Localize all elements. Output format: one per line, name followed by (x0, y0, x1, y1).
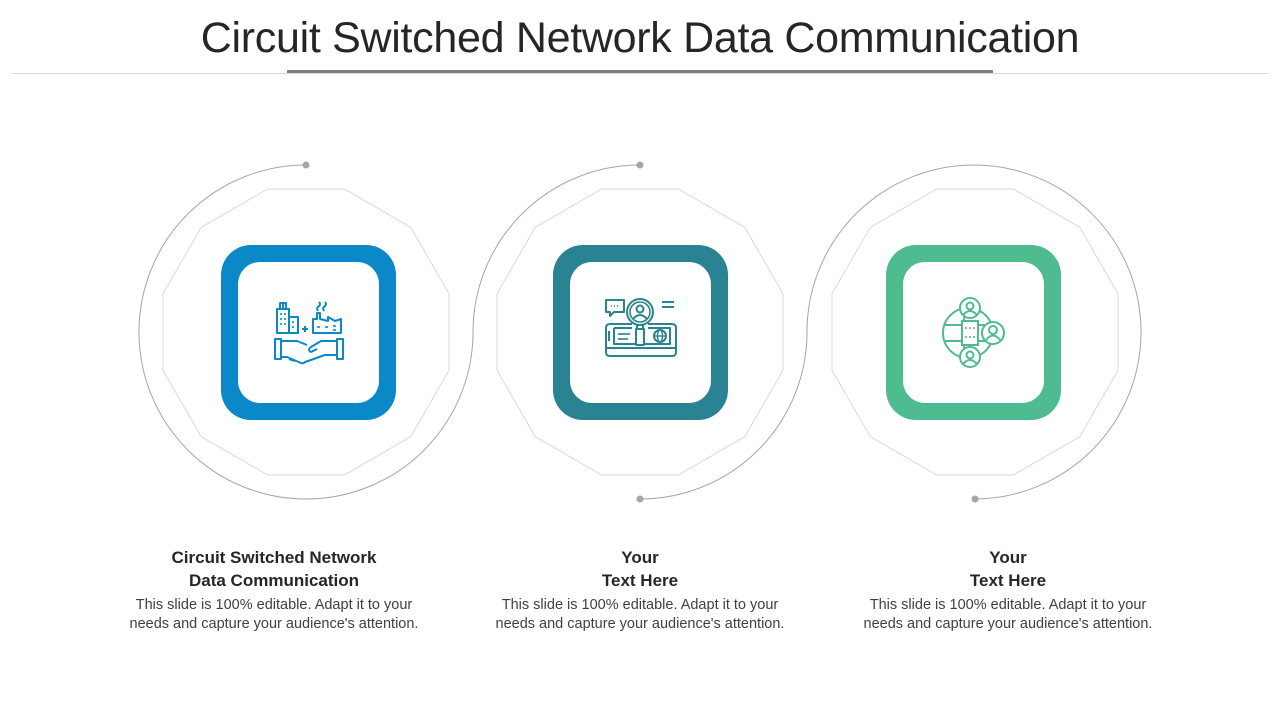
dodecagon-frame-1 (162, 188, 450, 476)
step-2-desc-line-2: needs and capture your audience's attent… (495, 616, 785, 632)
step-1-heading-line-2: Data Communication (188, 571, 360, 590)
global-network-users-icon (941, 296, 1005, 368)
step-1-desc-line-1: This slide is 100% editable. Adapt it to… (135, 597, 413, 613)
connector-dot (636, 161, 644, 169)
business-merger-handshake-icon (273, 300, 344, 364)
step-3-description: This slide is 100% editable. Adapt it to… (838, 596, 1178, 634)
step-2-heading-line-2: Text Here (601, 571, 679, 590)
step-2-heading-line-1: Your (621, 548, 659, 567)
step-1-caption: Circuit Switched Network Data Communicat… (104, 546, 444, 634)
step-1-heading-line-1: Circuit Switched Network (171, 548, 377, 567)
dodecagon-frames (162, 188, 1119, 476)
dodecagon-frame-2 (496, 188, 784, 476)
connector-dot (636, 495, 644, 503)
step-2-desc-line-1: This slide is 100% editable. Adapt it to… (501, 597, 779, 613)
step-3-heading-line-2: Text Here (969, 571, 1047, 590)
user-search-id-card-icon (604, 297, 677, 357)
slide-title: Circuit Switched Network Data Communicat… (200, 14, 1080, 62)
title-divider (12, 73, 1268, 74)
title-underline (287, 70, 993, 73)
step-3-icon-box (886, 245, 1061, 420)
step-2-caption: Your Text Here This slide is 100% editab… (470, 546, 810, 634)
step-3-heading: Your Text Here (838, 546, 1178, 592)
connector-dot (971, 495, 979, 503)
step-2-heading: Your Text Here (470, 546, 810, 592)
step-3-heading-line-1: Your (989, 548, 1027, 567)
connector-arc-1 (138, 164, 474, 500)
connector-dot (302, 161, 310, 169)
connector-arc-2a (472, 164, 641, 333)
step-1-icon-box (221, 245, 396, 420)
connector-arc-2b (639, 331, 808, 500)
step-3-desc-line-2: needs and capture your audience's attent… (863, 616, 1153, 632)
step-2-description: This slide is 100% editable. Adapt it to… (470, 596, 810, 634)
step-1-description: This slide is 100% editable. Adapt it to… (104, 596, 444, 634)
step-1-desc-line-2: needs and capture your audience's attent… (129, 616, 419, 632)
step-1-heading: Circuit Switched Network Data Communicat… (104, 546, 444, 592)
step-2-icon-box (553, 245, 728, 420)
connector-arc-3 (806, 164, 1142, 500)
step-3-desc-line-1: This slide is 100% editable. Adapt it to… (869, 597, 1147, 613)
step-3-caption: Your Text Here This slide is 100% editab… (838, 546, 1178, 634)
dodecagon-frame-3 (831, 188, 1119, 476)
